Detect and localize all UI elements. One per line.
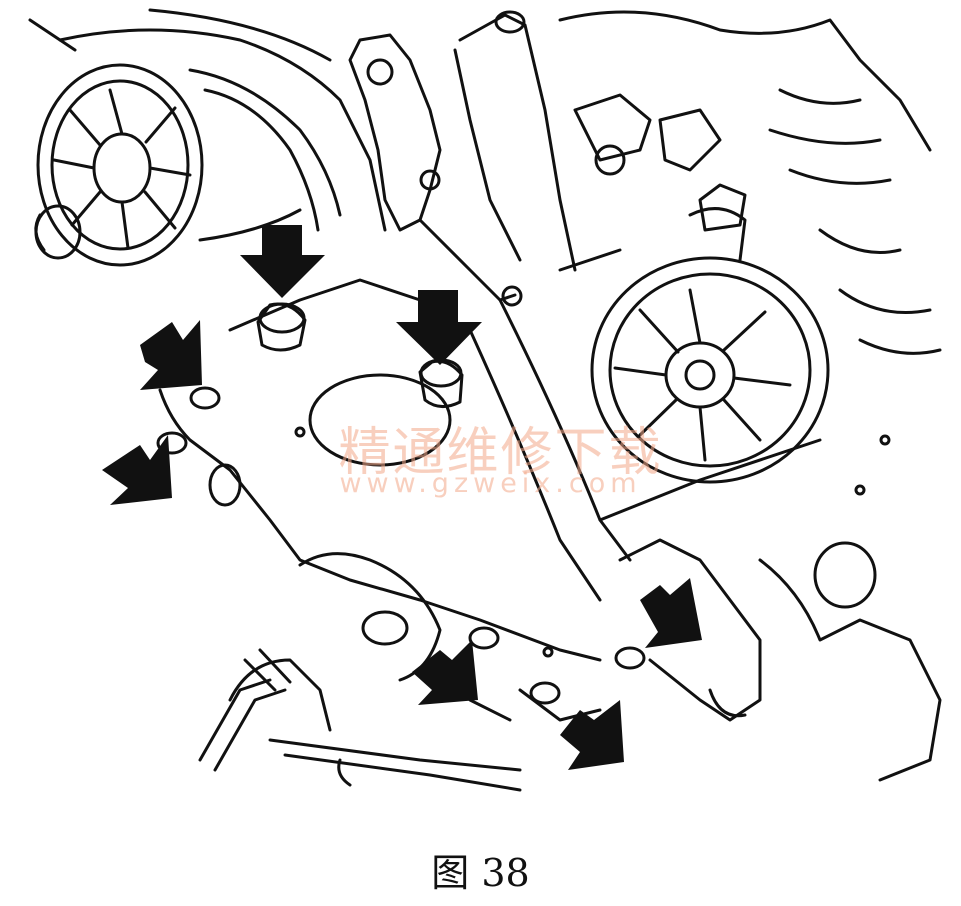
figure-caption: 图 38 [431,851,530,895]
arrow-right-lower [640,578,702,648]
arrow-bottom-center-right [560,700,624,770]
lower-right-bracket [468,538,942,782]
upper-housing [28,8,387,242]
timing-cover-plate [158,278,891,662]
arrow-left-upper [140,320,202,390]
upper-right-machinery [558,10,942,355]
timing-belt [468,248,822,602]
arrow-left-lower [102,435,172,505]
arrow-top-center [396,290,482,365]
lower-left-pulley [198,552,522,792]
right-pulley [590,207,830,484]
engine-timing-cover-drawing [28,8,942,792]
arrow-bottom-center-left [412,640,478,705]
arrow-top-left [240,225,325,298]
center-bracket [348,10,577,302]
upper-left-pulley [34,63,204,267]
